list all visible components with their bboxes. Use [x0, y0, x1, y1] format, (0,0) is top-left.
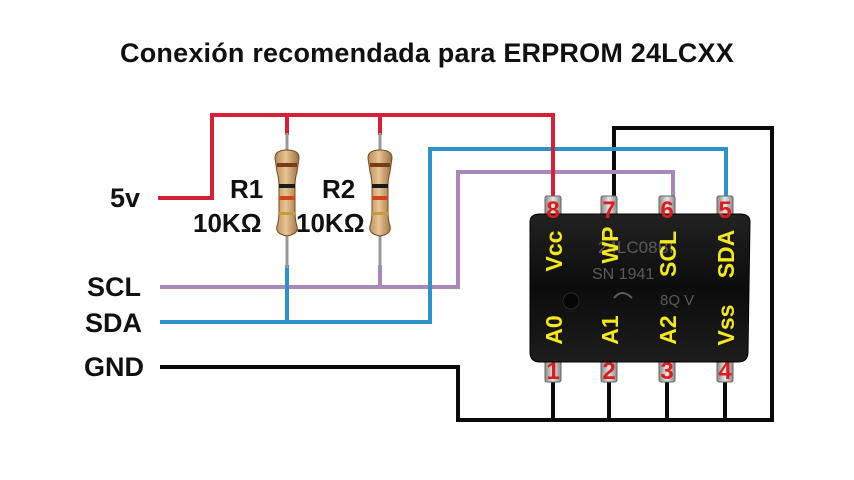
pin-7-label: WP	[597, 226, 623, 264]
pin-6-number: 6	[660, 197, 674, 224]
gnd-wire	[160, 126, 774, 422]
pin-8-number: 8	[546, 197, 560, 224]
pin-5-number: 5	[718, 197, 732, 224]
pin-2-number: 2	[602, 358, 616, 385]
resistor-r1-name: R1	[230, 174, 264, 204]
pin-8-label: Vcc	[541, 230, 567, 272]
pin1-dot	[562, 292, 580, 310]
resistor-r2-name: R2	[322, 174, 356, 204]
sda-wire	[160, 147, 728, 324]
label-sda: SDA	[85, 308, 143, 338]
pin-4-number: 4	[718, 358, 732, 385]
pin-1-number: 1	[546, 358, 560, 385]
vcc-wire	[158, 113, 555, 200]
label-5v: 5v	[110, 183, 141, 213]
pin-3-number: 3	[660, 358, 674, 385]
resistor-r1-value: 10KΩ	[193, 208, 262, 238]
pin-6-label: SCL	[655, 231, 681, 277]
pin-4-label: Vss	[713, 304, 739, 346]
chip-marking-1: 24LC08BI	[598, 238, 674, 257]
pin-5-label: SDA	[713, 229, 739, 279]
chip-marking-2: SN 1941	[592, 266, 654, 283]
scl-wire	[160, 170, 675, 289]
pin-3-label: A2	[655, 315, 681, 345]
pin-2-label: A1	[597, 315, 623, 345]
chip-marking-3: 8Q V	[660, 292, 694, 309]
chip-pins	[544, 195, 734, 383]
pin-1-label: A0	[541, 315, 567, 345]
resistor-r1	[274, 133, 300, 268]
diagram-title: Conexión recomendada para ERPROM 24LCXX	[120, 38, 734, 68]
resistor-r2-value: 10KΩ	[296, 208, 365, 238]
pin-7-number: 7	[602, 197, 616, 224]
label-gnd: GND	[84, 352, 144, 382]
label-scl: SCL	[87, 272, 141, 302]
resistor-r2	[367, 133, 393, 268]
eeprom-chip: 24LC08BI SN 1941 8Q V	[529, 213, 751, 363]
